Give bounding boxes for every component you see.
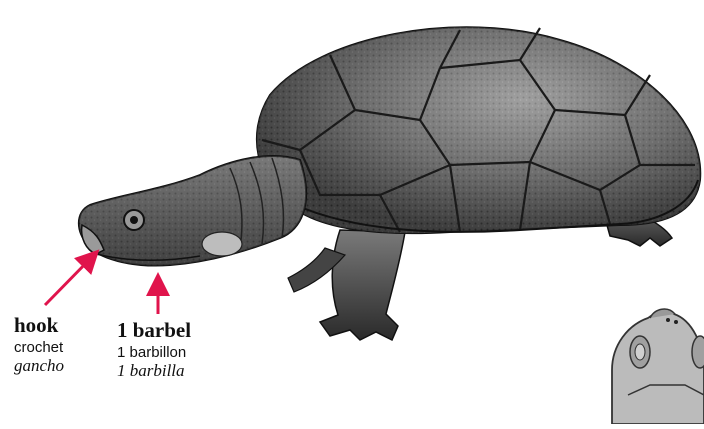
hook-pointer [45,258,91,305]
carapace [257,27,700,233]
hook-label-french: crochet [14,339,64,356]
barbel-label-english: 1 barbel [117,318,191,342]
hook-label: hook crochet gancho [14,313,64,376]
hook-label-english: hook [14,313,64,337]
eye [124,210,144,230]
hook-label-spanish: gancho [14,356,64,376]
barbel-label-french: 1 barbillon [117,344,191,361]
turtle-plastron-inset [612,309,704,424]
barbel-label: 1 barbel 1 barbillon 1 barbilla [117,318,191,381]
barbel-label-spanish: 1 barbilla [117,361,191,381]
front-leg [288,230,405,340]
head [79,156,306,266]
